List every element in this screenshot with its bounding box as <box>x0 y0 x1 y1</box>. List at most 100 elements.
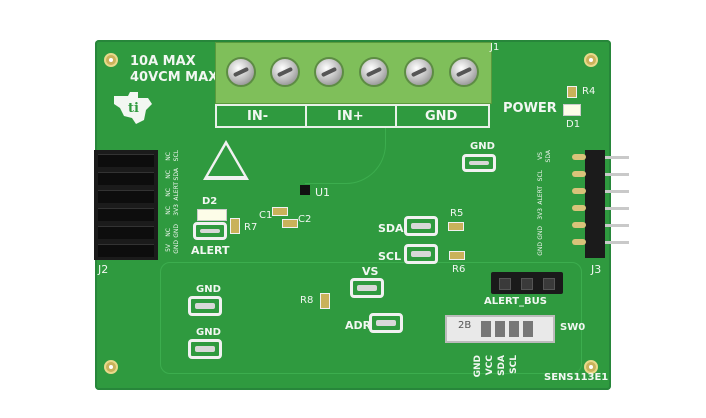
sda-label: SDA <box>378 222 404 235</box>
j1-label: J1 <box>490 42 500 53</box>
gnd-label-left-1: GND <box>196 284 221 295</box>
switch-key <box>509 321 519 337</box>
header-slot <box>98 244 154 257</box>
d1-label: D1 <box>566 119 581 130</box>
alert-test-point <box>193 222 227 240</box>
resistor-r8 <box>320 293 330 309</box>
header-pad <box>572 222 586 228</box>
terminal-label-in-minus: IN- <box>247 109 269 124</box>
gnd-label-left-2: GND <box>196 327 221 338</box>
j2-pin-label: GND <box>173 240 180 254</box>
mounting-hole <box>104 53 118 67</box>
c2-label: C2 <box>298 214 312 225</box>
screw-icon <box>404 57 434 87</box>
j2-pin-label: ALERT <box>173 182 180 201</box>
resistor-r7 <box>230 218 240 234</box>
switch-key <box>495 321 505 337</box>
header-pin <box>605 224 629 227</box>
header-slot <box>98 154 154 167</box>
resistor-r5 <box>448 222 464 231</box>
jumper-pin <box>499 278 511 290</box>
c1-label: C1 <box>259 210 273 221</box>
j3-pin-label: 3V3 <box>537 208 544 220</box>
alert-led <box>197 209 227 221</box>
header-pad <box>572 239 586 245</box>
vs-test-point <box>350 278 384 298</box>
header-pad <box>572 205 586 211</box>
power-label: POWER <box>503 101 557 116</box>
j3-pin-label: ALERT <box>537 186 544 205</box>
header-pin <box>605 156 629 159</box>
gnd-test-point-left-2 <box>188 339 222 359</box>
scl-label: SCL <box>378 250 402 263</box>
r4-label: R4 <box>582 86 596 97</box>
vs-label: VS <box>362 265 379 278</box>
part-number: SENS113E1 <box>544 372 609 383</box>
jumper-pin <box>521 278 533 290</box>
header-slot <box>98 208 154 221</box>
svg-text:ti: ti <box>128 101 139 116</box>
header-pin <box>605 173 629 176</box>
j2-header-connector <box>94 150 158 260</box>
j2-pin-label: NC <box>165 206 172 215</box>
j2-label: J2 <box>98 263 109 276</box>
power-led <box>563 104 581 116</box>
switch-key <box>523 321 533 337</box>
screw-icon <box>449 57 479 87</box>
u1-label: U1 <box>315 186 331 199</box>
gnd-test-point-left-1 <box>188 296 222 316</box>
j2-pin-label: NC <box>165 170 172 179</box>
screw-icon <box>270 57 300 87</box>
j2-pin-label: SDA <box>173 168 180 181</box>
jumper-pin <box>543 278 555 290</box>
terminal-label-gnd: GND <box>425 109 458 124</box>
alert-label: ALERT <box>191 244 230 257</box>
switch-key <box>481 321 491 337</box>
capacitor-c1 <box>272 207 288 216</box>
j2-pin-label: SCL <box>173 150 180 162</box>
j2-pin-label: 5V <box>165 244 172 252</box>
j2-pin-label: 3V3 <box>173 204 180 216</box>
j2-pin-label: GND <box>173 224 180 238</box>
screw-terminal-block <box>215 42 492 104</box>
j2-pin-label: NC <box>165 152 172 161</box>
header-pin <box>605 190 629 193</box>
j3-pin-label: GND <box>537 226 544 240</box>
divider <box>305 104 307 128</box>
adr-label: ADR <box>345 319 372 332</box>
j3-pin-label: SCL <box>537 170 544 182</box>
sda-test-point <box>404 216 438 236</box>
header-pad <box>572 154 586 160</box>
switch-label-sda: SDA <box>497 355 507 376</box>
gnd-test-point-top <box>462 154 496 172</box>
j3-label: J3 <box>591 263 602 276</box>
header-pad <box>572 171 586 177</box>
header-pin <box>605 207 629 210</box>
r8-label: R8 <box>300 295 314 306</box>
mounting-hole <box>584 360 598 374</box>
terminal-label-in-plus: IN+ <box>337 109 364 124</box>
header-pin <box>605 241 629 244</box>
adr-test-point <box>369 313 403 333</box>
screw-icon <box>314 57 344 87</box>
r6-label: R6 <box>452 264 466 275</box>
resistor-r4 <box>567 86 577 98</box>
r5-label: R5 <box>450 208 464 219</box>
j3-pin-label: SDA <box>545 150 552 163</box>
switch-label-vcc: VCC <box>485 355 495 376</box>
j3-pin-label: GND <box>537 242 544 256</box>
gnd-label-top: GND <box>470 141 495 152</box>
alert-bus-label: ALERT_BUS <box>484 296 547 307</box>
j3-header-connector <box>585 150 605 258</box>
j2-pin-label: NC <box>165 228 172 237</box>
resistor-r6 <box>449 251 465 260</box>
switch-position-label: 2B <box>458 320 472 331</box>
scl-test-point <box>404 244 438 264</box>
screw-icon <box>226 57 256 87</box>
header-slot <box>98 190 154 203</box>
header-slot <box>98 226 154 239</box>
rating-line-2: 40VCM MAX <box>130 70 219 85</box>
d2-label: D2 <box>202 196 218 207</box>
hot-surface-warning-icon <box>203 140 249 180</box>
divider <box>395 104 397 128</box>
